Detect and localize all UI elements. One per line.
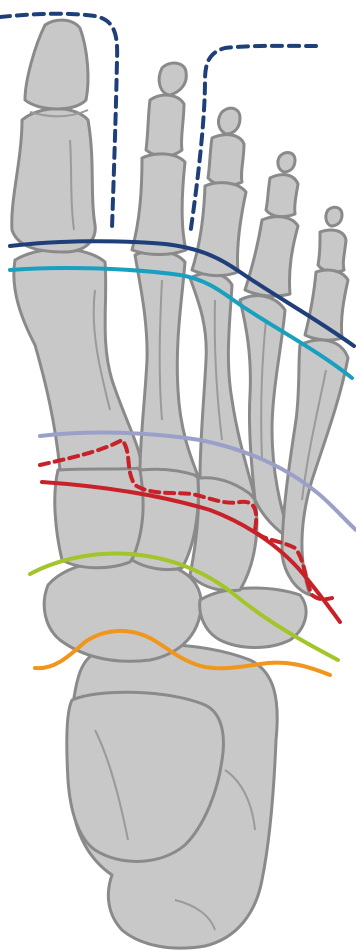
metatarsal-1-bone xyxy=(14,249,142,470)
toe-4-distal-phalanx-bone xyxy=(278,153,295,172)
toe-4-middle-phalanx-bone xyxy=(266,175,298,217)
hallux-distal-phalanx-bone xyxy=(25,20,88,109)
metatarsal-2-bone xyxy=(135,251,198,476)
toe-3-middle-phalanx-bone xyxy=(208,135,244,186)
toe-3-distal-phalanx-bone xyxy=(219,108,240,134)
toe-5-middle-phalanx-bone xyxy=(318,230,346,272)
toe-3-proximal-phalanx-bone xyxy=(192,183,246,276)
toe-2-distal-phalanx-bone xyxy=(159,63,186,95)
metatarsal-5-bone xyxy=(282,340,348,595)
toe-4-proximal-phalanx-bone xyxy=(245,217,298,296)
toe-5-distal-phalanx-bone xyxy=(326,207,342,226)
toe-2-middle-phalanx-bone xyxy=(146,95,184,156)
toe-2-proximal-phalanx-bone xyxy=(132,154,186,255)
hallux-proximal-phalanx-bone xyxy=(12,109,95,252)
cuboid-bone xyxy=(200,588,306,647)
navicular-bone xyxy=(44,560,201,661)
